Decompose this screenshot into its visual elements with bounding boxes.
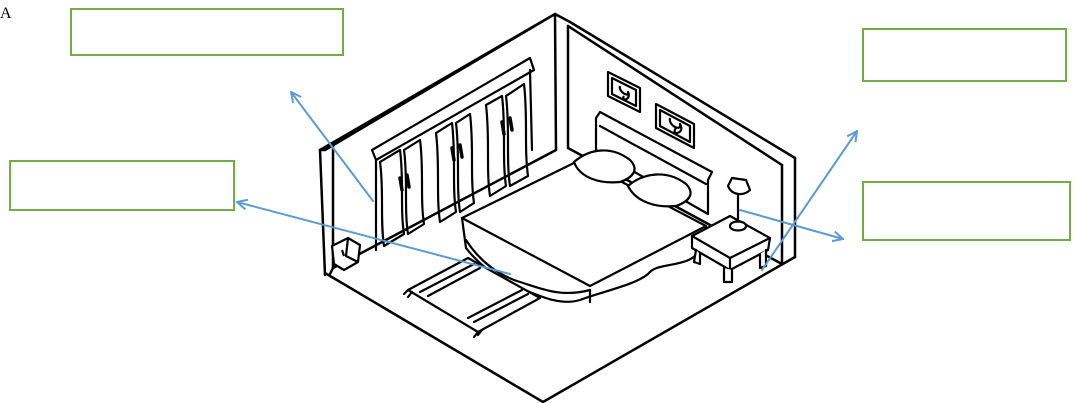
lamp-icon <box>728 178 750 231</box>
trash-bin-icon <box>332 238 360 270</box>
arrow-picture <box>762 131 857 270</box>
bed-icon <box>462 112 712 302</box>
